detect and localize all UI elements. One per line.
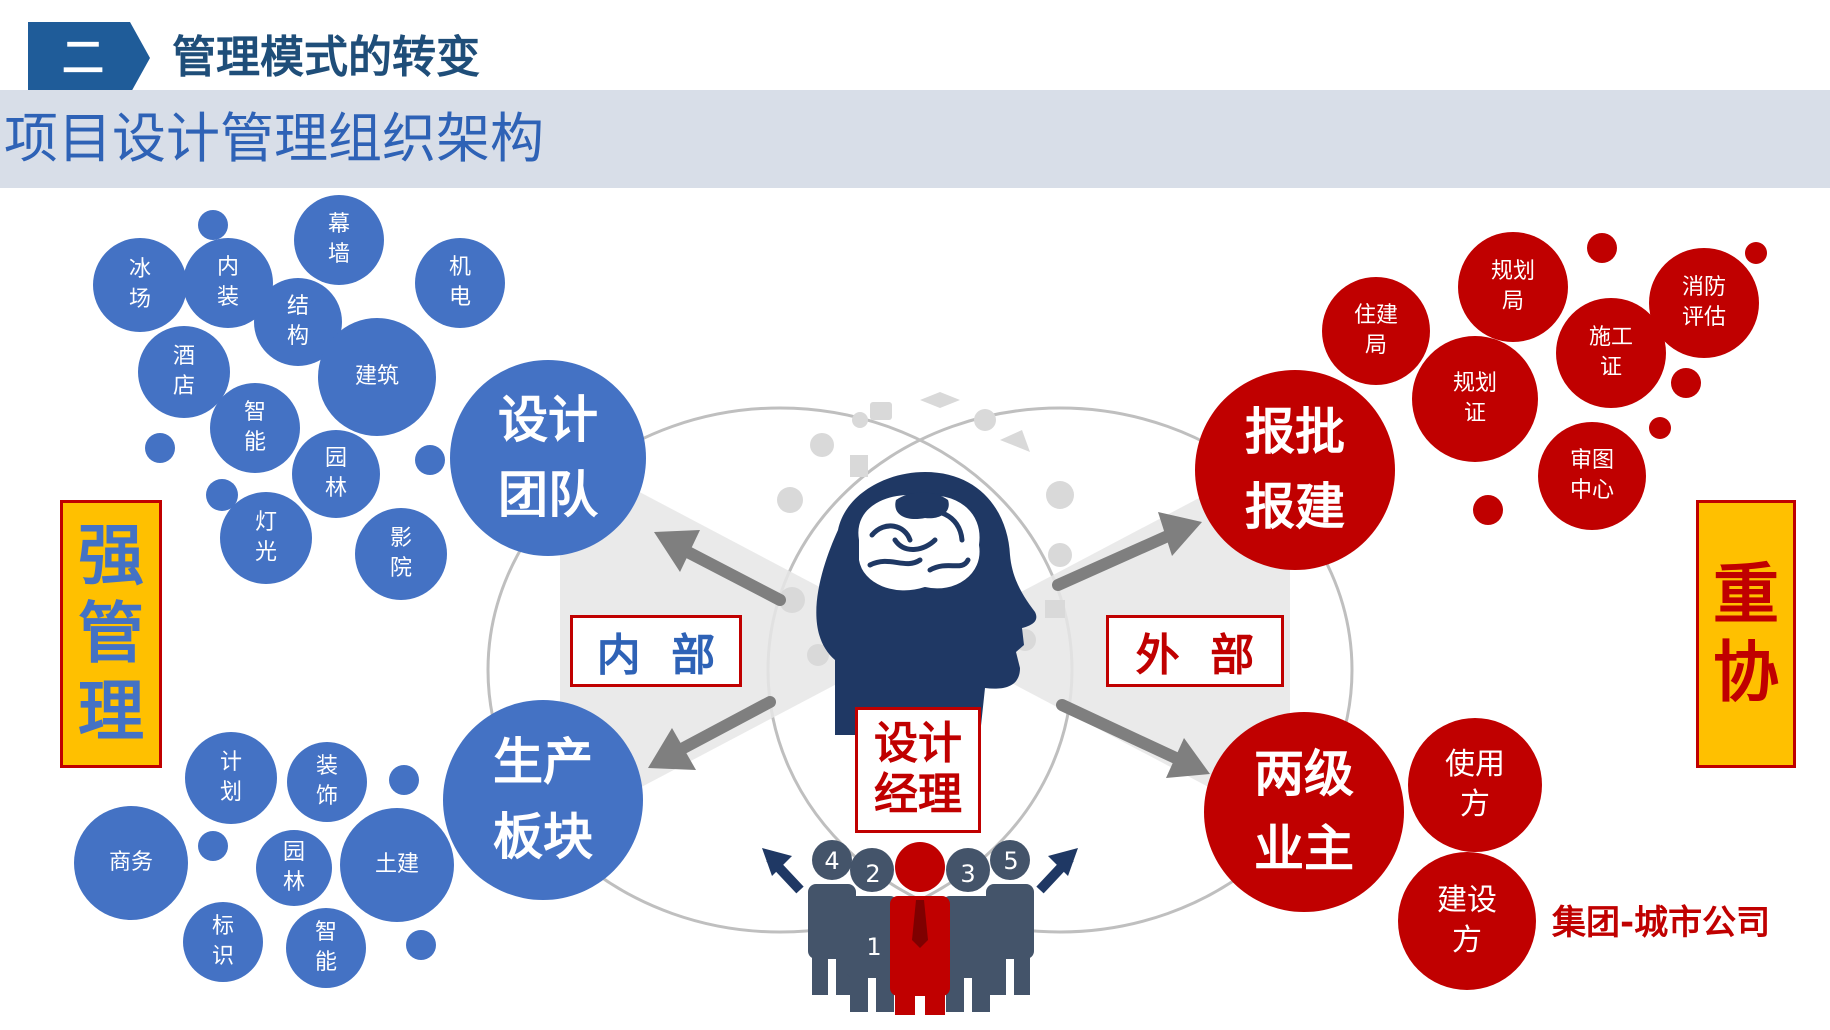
decorative-icons xyxy=(777,392,1074,666)
red-dots xyxy=(1473,233,1767,525)
team-figures-icon xyxy=(762,840,1078,1015)
internal-arrow-down xyxy=(648,696,776,770)
internal-arrow-up xyxy=(654,530,786,606)
external-arrow-up xyxy=(1052,512,1202,591)
blue-dots xyxy=(145,210,445,960)
external-arrow-down xyxy=(1056,699,1210,778)
head-brain-icon xyxy=(816,472,1037,735)
section-badge-shape xyxy=(28,22,150,94)
